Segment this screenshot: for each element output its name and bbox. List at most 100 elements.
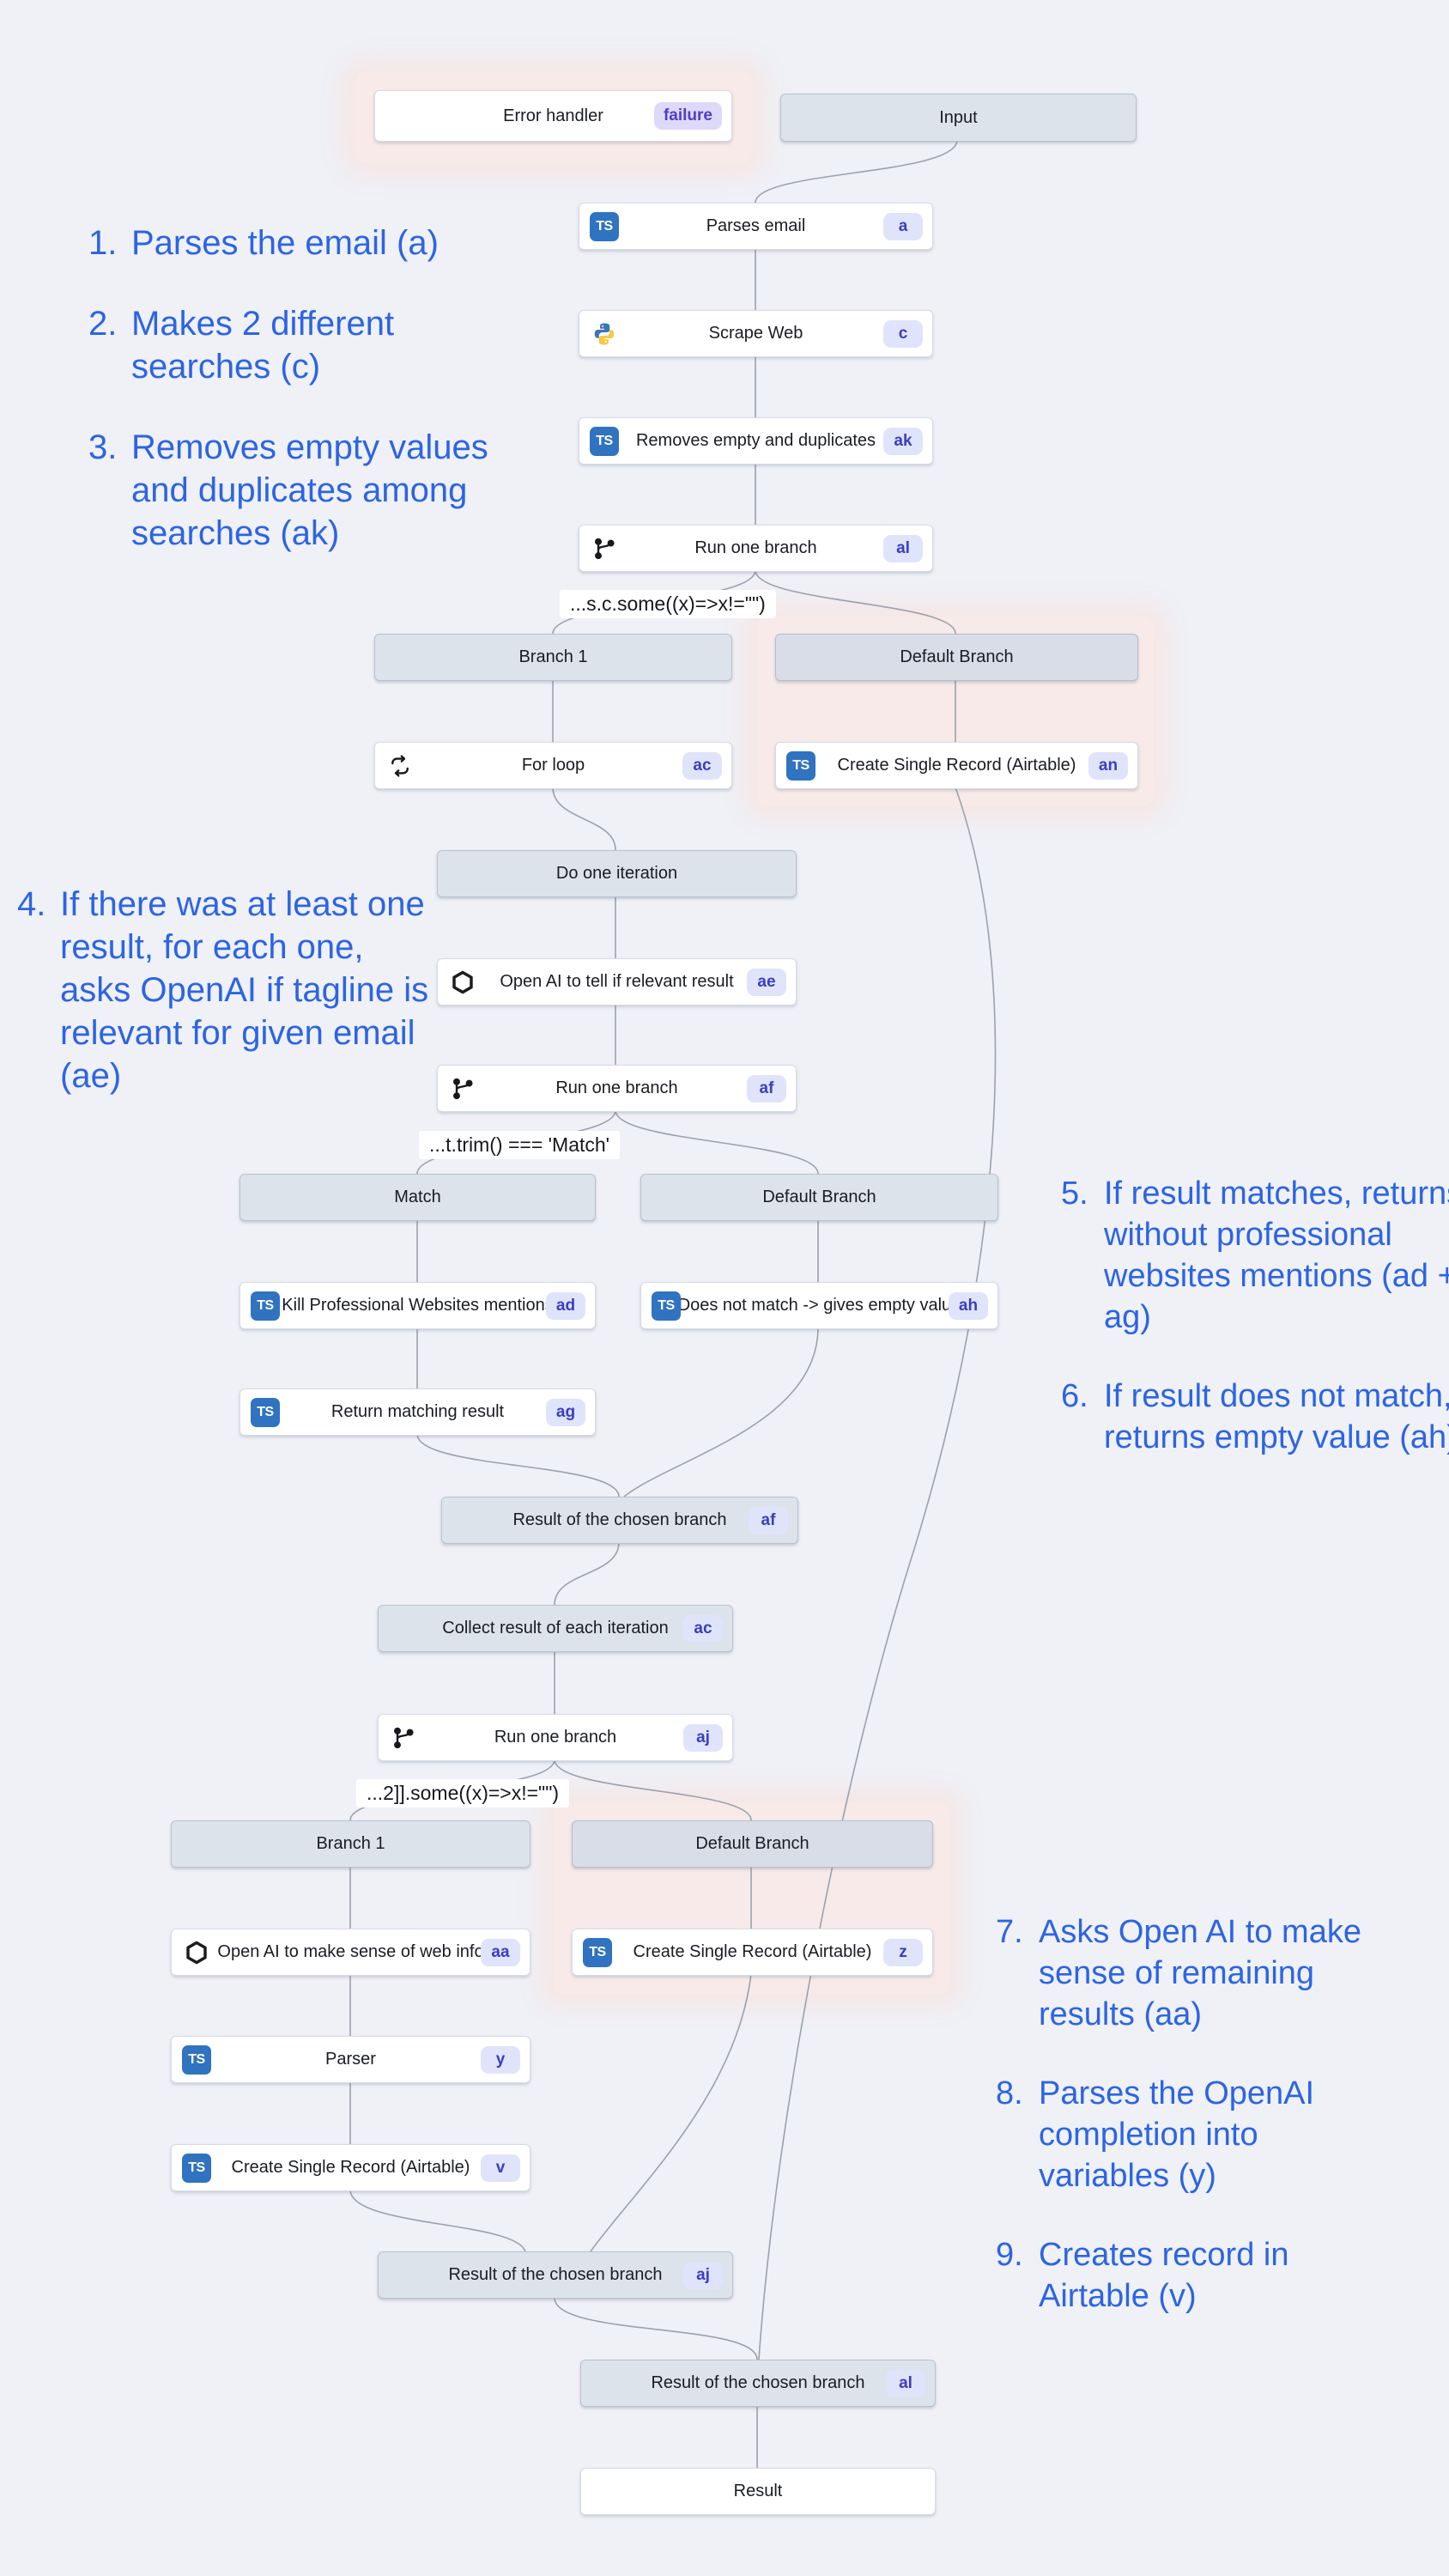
node-label: Parses email: [706, 216, 806, 235]
node-label: Create Single Record (Airtable): [837, 756, 1076, 775]
node-badge: ak: [883, 427, 923, 455]
node-create-single-record-z[interactable]: TS Create Single Record (Airtable) z: [572, 1929, 933, 1976]
annotation-number: 3.: [88, 428, 118, 466]
annotation-group-mid-right: 5. If result matches, returns it without…: [1061, 1173, 1449, 1496]
node-label: Open AI to tell if relevant result: [500, 972, 734, 991]
annotation-number: 6.: [1061, 1378, 1088, 1414]
annotation-number: 1.: [88, 224, 118, 262]
node-badge: ae: [747, 968, 786, 996]
node-badge: al: [886, 2369, 925, 2397]
node-label: Default Branch: [695, 1834, 809, 1853]
edge: [623, 1327, 819, 1498]
node-badge: aj: [683, 2261, 723, 2289]
node-badge: aj: [683, 1723, 723, 1752]
node-label: Parser: [325, 2050, 376, 2069]
node-match[interactable]: Match: [239, 1174, 596, 1221]
annotation-text: If result does not match, returns empty …: [1104, 1378, 1449, 1455]
annotation-number: 4.: [17, 885, 46, 923]
node-label: Open AI to make sense of web info: [217, 1942, 484, 1961]
annotation-item: 2. Makes 2 different searches (c): [88, 302, 535, 388]
node-badge: ag: [546, 1398, 585, 1426]
typescript-icon: TS: [182, 2153, 211, 2183]
branch-condition-label: ...s.c.some((x)=>x!=""): [560, 590, 776, 618]
node-does-not-match[interactable]: TS Does not match -> gives empty value a…: [640, 1282, 998, 1329]
python-icon: [590, 319, 619, 349]
node-label: Run one branch: [694, 538, 817, 557]
node-run-one-branch-aj[interactable]: Run one branch aj: [378, 1714, 733, 1761]
annotation-text: If there was at least one result, for ea…: [60, 885, 429, 1095]
annotation-group-bottom-right: 7. Asks Open AI to make sense of remaini…: [996, 1911, 1382, 2354]
node-badge: af: [747, 1074, 786, 1103]
node-result-of-chosen-branch-af[interactable]: Result of the chosen branch af: [441, 1497, 798, 1544]
node-kill-professional-websites-mentions[interactable]: TS Kill Professional Websites mentions a…: [239, 1282, 596, 1329]
node-run-one-branch-af[interactable]: Run one branch af: [437, 1065, 797, 1112]
annotation-number: 9.: [996, 2237, 1023, 2273]
node-input[interactable]: Input: [780, 94, 1137, 142]
typescript-icon: TS: [182, 2044, 211, 2075]
node-label: Run one branch: [555, 1078, 678, 1097]
loop-icon: [385, 751, 415, 781]
node-create-single-record-v[interactable]: TS Create Single Record (Airtable) v: [171, 2144, 530, 2191]
node-label: Does not match -> gives empty value: [677, 1296, 961, 1315]
node-badge: a: [883, 212, 923, 240]
branch-icon: [448, 1074, 477, 1103]
node-default-branch-a[interactable]: Default Branch: [775, 634, 1138, 681]
node-badge: z: [883, 1938, 923, 1966]
node-branch-1-b[interactable]: Branch 1: [171, 1820, 530, 1868]
annotation-text: If result matches, returns it without pr…: [1104, 1176, 1449, 1335]
failure-badge: failure: [653, 102, 722, 130]
node-label: Run one branch: [494, 1728, 617, 1747]
node-result-of-chosen-branch-al[interactable]: Result of the chosen branch al: [580, 2360, 936, 2407]
node-error-handler[interactable]: Error handler failure: [374, 90, 732, 142]
node-default-branch-b[interactable]: Default Branch: [640, 1174, 998, 1221]
node-label: Collect result of each iteration: [442, 1619, 669, 1637]
node-label: Branch 1: [518, 647, 588, 666]
node-collect-result-of-each-iteration[interactable]: Collect result of each iteration ac: [378, 1605, 733, 1652]
edge: [349, 2189, 526, 2252]
edge: [416, 1433, 620, 1498]
node-create-single-record-an[interactable]: TS Create Single Record (Airtable) an: [775, 742, 1138, 789]
node-openai-make-sense[interactable]: Open AI to make sense of web info aa: [171, 1929, 530, 1976]
node-scrape-web[interactable]: Scrape Web c: [579, 310, 933, 357]
node-label: Do one iteration: [555, 864, 678, 883]
annotation-text: Makes 2 different searches (c): [131, 305, 395, 386]
node-return-matching-result[interactable]: TS Return matching result ag: [239, 1388, 596, 1436]
node-badge: ah: [949, 1291, 988, 1320]
node-for-loop[interactable]: For loop ac: [374, 742, 732, 789]
node-label: Default Branch: [762, 1188, 876, 1206]
edge: [615, 1109, 819, 1175]
node-parser[interactable]: TS Parser y: [171, 2036, 530, 2083]
edge: [758, 787, 997, 2360]
node-badge: al: [883, 534, 923, 562]
node-run-one-branch-al[interactable]: Run one branch al: [579, 525, 933, 572]
typescript-icon: TS: [251, 1291, 280, 1321]
node-label: Result of the chosen branch: [448, 2265, 663, 2284]
node-badge: ac: [683, 1614, 723, 1643]
annotation-text: Removes empty values and duplicates amon…: [131, 428, 488, 552]
node-result-of-chosen-branch-aj[interactable]: Result of the chosen branch aj: [378, 2251, 733, 2299]
annotation-item: 3. Removes empty values and duplicates a…: [88, 426, 535, 555]
edge: [755, 139, 958, 204]
node-default-branch-c[interactable]: Default Branch: [572, 1820, 933, 1868]
node-do-one-iteration[interactable]: Do one iteration: [437, 850, 797, 897]
node-parses-email[interactable]: TS Parses email a: [579, 203, 933, 250]
node-branch-1-a[interactable]: Branch 1: [374, 634, 732, 681]
node-label: Result of the chosen branch: [651, 2373, 865, 2392]
node-badge: af: [749, 1506, 788, 1534]
node-badge: c: [883, 319, 923, 348]
node-badge: v: [481, 2154, 520, 2182]
typescript-icon: TS: [652, 1291, 681, 1321]
typescript-icon: TS: [786, 750, 815, 781]
node-openai-relevant-result[interactable]: Open AI to tell if relevant result ae: [437, 958, 797, 1005]
typescript-icon: TS: [251, 1397, 280, 1427]
branch-condition-label: ...2]].some((x)=>x!=""): [356, 1779, 570, 1807]
edge: [590, 1973, 752, 2252]
node-label: Removes empty and duplicates: [635, 431, 876, 450]
edge: [554, 2297, 758, 2360]
edge: [755, 569, 956, 635]
node-removes-empty-and-duplicates[interactable]: TS Removes empty and duplicates ak: [579, 417, 933, 465]
node-result[interactable]: Result: [580, 2468, 936, 2515]
node-label: Kill Professional Websites mentions: [282, 1296, 554, 1315]
typescript-icon: TS: [590, 211, 619, 241]
annotation-group-mid-left: 4. If there was at least one result, for…: [17, 883, 433, 1135]
